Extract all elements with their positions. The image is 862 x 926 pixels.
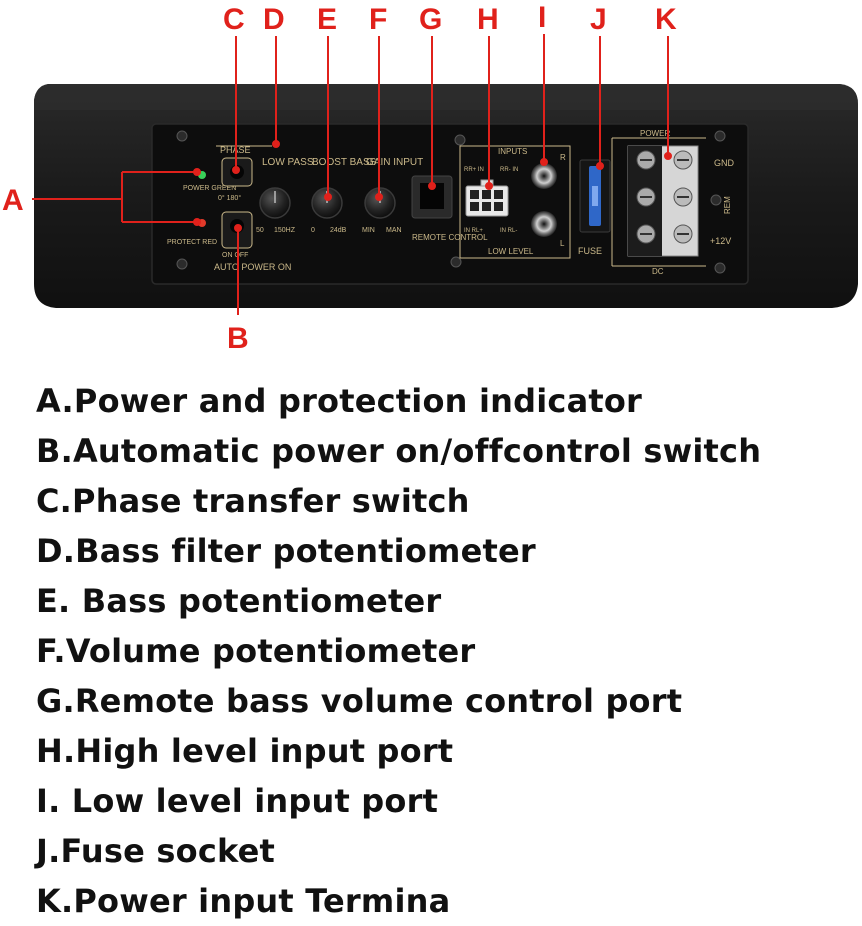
terminal-rem-label: REM (723, 196, 732, 214)
rca-right-label: R (560, 153, 566, 162)
terminal-gnd[interactable] (636, 150, 693, 170)
legend-item-k: K.Power input Termina (36, 882, 451, 920)
inputs-label: INPUTS (498, 147, 527, 156)
callout-f: F (369, 3, 387, 36)
power-green-label: POWER GREEN (183, 185, 236, 192)
gain-input-knob[interactable]: GAIN INPUT MIN MAN (362, 157, 423, 234)
terminal-12v[interactable] (636, 224, 693, 244)
pin-rl-minus: IN RL- (500, 228, 517, 234)
boost-bass-min: 0 (311, 227, 315, 234)
callout-i: I (538, 1, 546, 34)
callout-k: K (655, 3, 677, 36)
callout-d: D (263, 3, 285, 36)
inputs-block: INPUTS RR+ IN RR- IN IN RL+ IN RL- LOW L… (459, 145, 571, 259)
gain-input-max: MAN (386, 227, 402, 234)
auto-options: ON OFF (222, 252, 248, 259)
low-pass-label: LOW PASS (262, 157, 314, 168)
legend-item-g: G.Remote bass volume control port (36, 682, 683, 720)
fuse-label: FUSE (578, 246, 602, 256)
callout-lines (32, 34, 672, 315)
gain-input-label: GAIN INPUT (366, 157, 423, 168)
low-level-input-left[interactable]: L (531, 211, 565, 248)
auto-power-label: AUTO POWER ON (214, 262, 291, 272)
legend-item-d: D.Bass filter potentiometer (36, 532, 536, 570)
protect-red-label: PROTECT RED (167, 239, 217, 246)
dc-label: DC (652, 267, 664, 276)
low-pass-max: 150HZ (274, 227, 296, 234)
callout-j: J (590, 3, 607, 36)
remote-control-label: REMOTE CONTROL (412, 233, 488, 242)
boost-bass-knob[interactable]: BOOST BASS 0 24dB (311, 157, 377, 234)
legend-item-j: J.Fuse socket (36, 832, 276, 870)
low-pass-min: 50 (256, 227, 264, 234)
terminal-gnd-label: GND (714, 158, 735, 168)
callout-g: G (419, 3, 442, 36)
legend-item-b: B.Automatic power on/offcontrol switch (36, 432, 762, 470)
power-terminal-block[interactable]: POWER DC GND REM +12V (611, 129, 735, 276)
legend-item-c: C.Phase transfer switch (36, 482, 470, 520)
legend-item-h: H.High level input port (36, 732, 454, 770)
screws (176, 130, 726, 274)
callout-h: H (477, 3, 499, 36)
callout-a: A (2, 184, 24, 217)
terminal-rem[interactable] (636, 187, 693, 207)
callout-b: B (227, 322, 249, 355)
legend-item-e: E. Bass potentiometer (36, 582, 442, 620)
power-indicator: POWER GREEN PROTECT RED (167, 171, 236, 246)
boost-bass-label: BOOST BASS (312, 157, 377, 168)
legend-item-f: F.Volume potentiometer (36, 632, 476, 670)
gain-input-min: MIN (362, 227, 375, 234)
power-label: POWER (640, 129, 670, 138)
callout-c: C (223, 3, 245, 36)
rca-left-label: L (560, 239, 565, 248)
boost-bass-max: 24dB (330, 227, 347, 234)
remote-control-port[interactable]: REMOTE CONTROL (411, 175, 488, 242)
low-level-input-right[interactable]: R (531, 153, 566, 189)
amplifier-diagram: POWER GREEN PROTECT RED PHASE 0° 180° ON… (2, 1, 858, 355)
terminal-12v-label: +12V (710, 236, 731, 246)
legend-item-i: I. Low level input port (36, 782, 439, 820)
legend-item-a: A.Power and protection indicator (36, 382, 643, 420)
phase-options: 0° 180° (218, 194, 241, 202)
legend: A.Power and protection indicator B.Autom… (36, 376, 856, 926)
pin-rr-minus: RR- IN (500, 167, 518, 173)
low-pass-knob[interactable]: LOW PASS 50 150HZ (256, 157, 314, 234)
pin-rr-plus: RR+ IN (464, 167, 484, 173)
low-level-label: LOW LEVEL (488, 247, 534, 256)
callout-e: E (317, 3, 337, 36)
pin-rl-plus: IN RL+ (464, 228, 483, 234)
fuse-socket[interactable]: FUSE (578, 159, 611, 256)
